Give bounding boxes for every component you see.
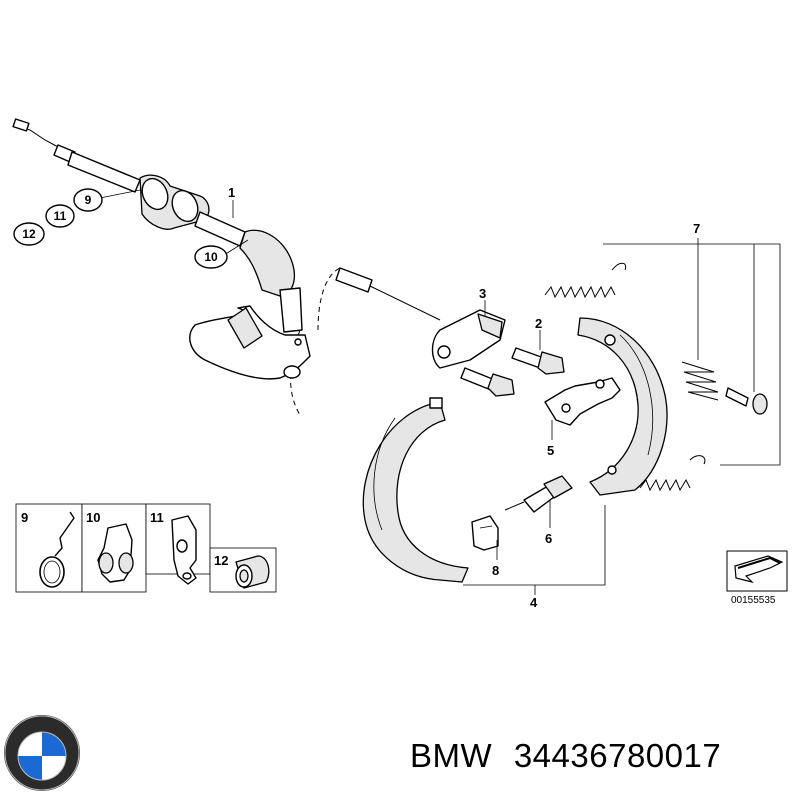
inset-box-10: 10 [81,503,147,593]
expander-lever-part-3 [431,309,506,369]
arrow-tile-icon [726,550,788,592]
cable-mounting-bracket [189,305,311,380]
brake-shoe-right [577,317,668,496]
return-spring-lower [639,455,706,492]
brand-name: BMW [410,737,493,774]
ring-label-9: 9 [85,193,92,207]
adjusting-screw-part-6 [504,475,573,513]
inset-label-10: 10 [86,510,100,525]
reference-number: 00155535 [731,595,776,606]
inner-cable [335,267,441,321]
bolt-lower [460,367,515,397]
callout-1: 1 [228,185,235,200]
callout-3: 3 [479,286,486,301]
ring-label-10: 10 [204,250,218,264]
inset-box-11: 11 [145,503,211,585]
bmw-roundel-icon [4,715,80,791]
inset-box-9: 9 [15,503,83,593]
callout-6: 6 [545,531,552,546]
inset-label-11: 11 [150,510,164,525]
brake-shoe-left [362,397,469,583]
bolt-part-2 [511,347,565,375]
callout-8: 8 [492,563,499,578]
leader-lines [99,189,781,595]
hold-down-pin [725,387,768,415]
ring-callout-12: 12 [13,222,45,246]
part-number: 34436780017 [513,737,722,774]
part-caption: BMW 34436780017 [410,737,721,775]
inset-label-12: 12 [214,553,228,568]
hold-down-spring [681,361,719,401]
callout-7: 7 [693,221,700,236]
ring-callout-11: 11 [45,204,75,228]
callout-2: 2 [535,316,542,331]
ring-label-11: 11 [54,209,67,223]
ring-callout-10: 10 [194,245,228,269]
callout-5: 5 [547,443,554,458]
clip-part-8 [471,515,499,551]
return-spring-upper [544,262,627,299]
callout-4: 4 [530,595,538,610]
ring-callout-9: 9 [73,188,103,212]
inset-label-9: 9 [21,510,28,525]
ring-label-12: 12 [22,227,36,241]
inset-box-12: 12 [209,547,277,593]
adjuster-plate-part-5 [544,377,621,426]
